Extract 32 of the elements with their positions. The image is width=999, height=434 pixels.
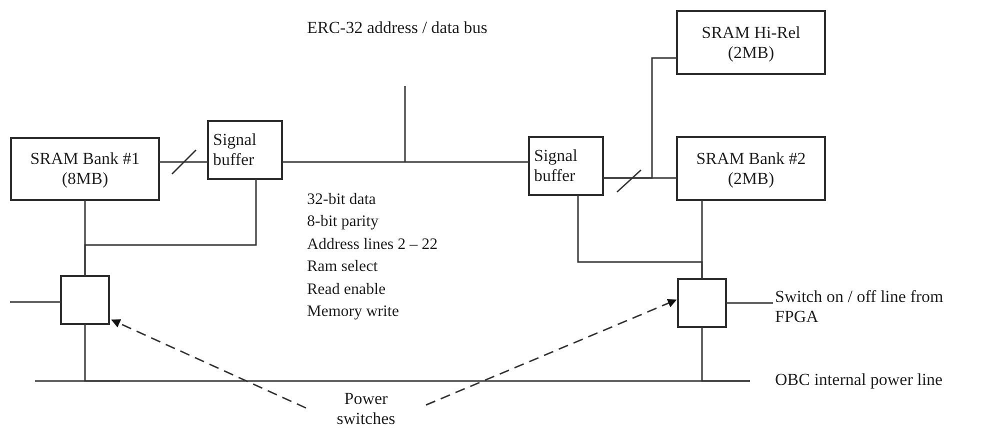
memory-box xyxy=(676,136,826,201)
callout-text: Power switches xyxy=(336,389,396,429)
switch-box xyxy=(60,275,110,325)
dashed-arrow xyxy=(111,319,306,409)
signal-list-item: Memory write xyxy=(307,302,399,322)
signal-line xyxy=(84,180,257,275)
memory-box xyxy=(528,136,604,196)
bus-label: ERC-32 address / data bus xyxy=(307,18,488,38)
line-label: Switch on / off line from FPGA xyxy=(775,287,944,327)
box-label: Signal buffer xyxy=(213,130,258,170)
signal-list-item: Read enable xyxy=(307,280,386,300)
memory-box xyxy=(676,10,826,75)
signal-list-item: Ram select xyxy=(307,257,378,277)
box-label: SRAM Hi-Rel (2MB) xyxy=(700,22,802,62)
signal-list-item: 32-bit data xyxy=(307,190,376,210)
signal-line xyxy=(727,302,773,304)
signal-line xyxy=(701,201,703,278)
memory-box xyxy=(207,120,283,180)
box-label: SRAM Bank #2 (2MB) xyxy=(695,148,807,188)
signal-list-item: 8-bit parity xyxy=(307,212,379,232)
switch-box xyxy=(677,278,727,328)
signal-line xyxy=(604,57,676,179)
signal-list-item: Address lines 2 – 22 xyxy=(307,235,438,255)
memory-box xyxy=(10,137,160,201)
line-label: OBC internal power line xyxy=(775,370,943,390)
signal-line xyxy=(10,301,60,303)
box-label: SRAM Bank #1 (8MB) xyxy=(29,149,141,189)
signal-line xyxy=(160,161,207,163)
signal-line xyxy=(283,161,528,163)
box-label: Signal buffer xyxy=(534,146,578,186)
signal-line xyxy=(701,328,750,382)
dashed-arrow xyxy=(426,299,677,406)
